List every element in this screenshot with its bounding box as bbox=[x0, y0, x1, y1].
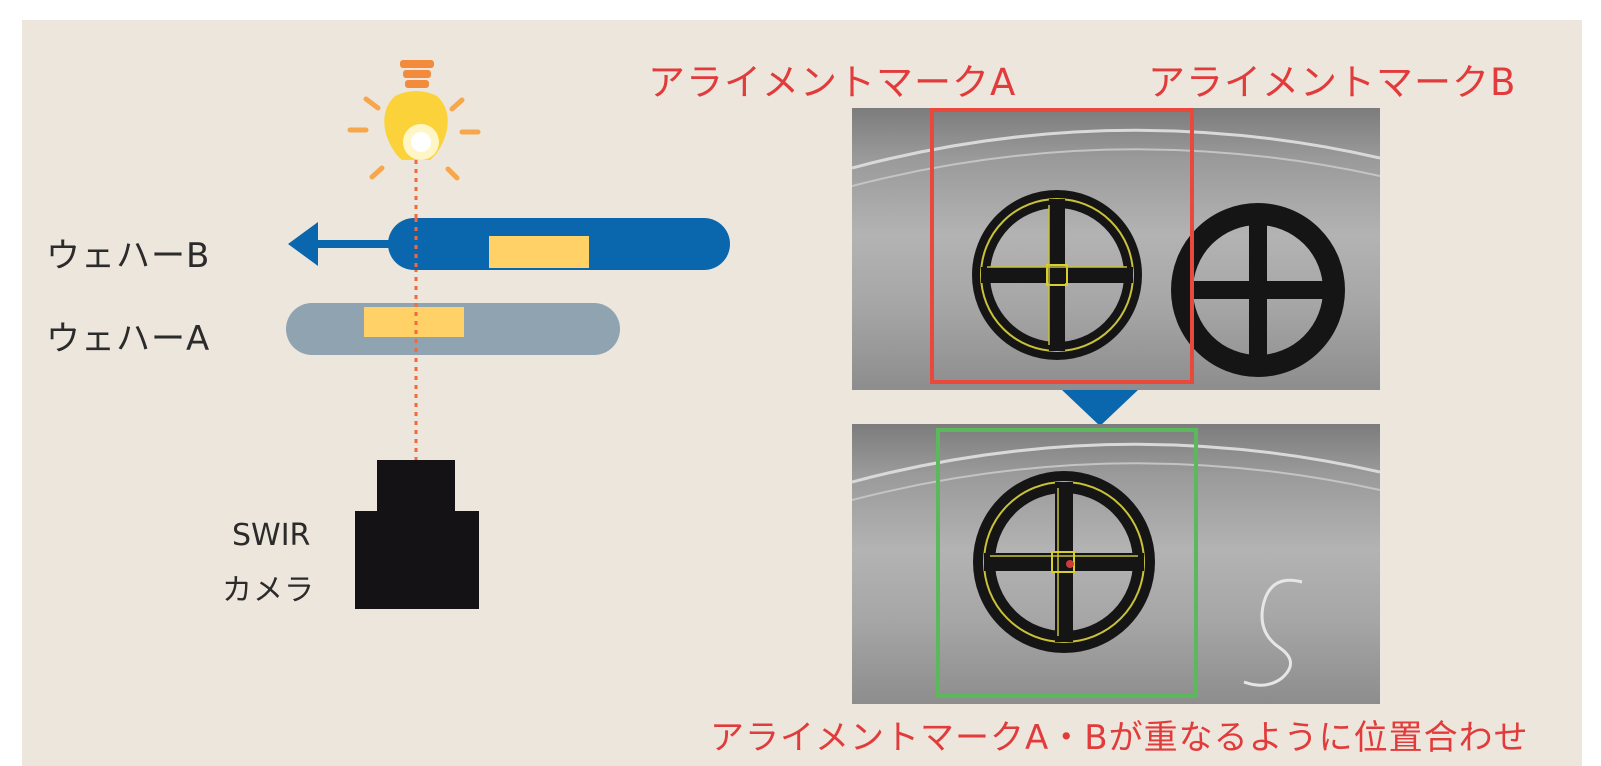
photo-before-alignment bbox=[852, 108, 1380, 390]
wafer-b-mark-pad bbox=[489, 236, 589, 268]
wafer-a-label: ウェハーA bbox=[46, 319, 211, 359]
camera-label-line1: SWIR bbox=[232, 518, 311, 553]
alignment-mark-a bbox=[972, 190, 1142, 360]
alignment-mark-b-label: アライメントマークB bbox=[1148, 61, 1517, 104]
camera-icon bbox=[355, 460, 479, 609]
mark-a-frame bbox=[930, 108, 1194, 384]
arrow-left-icon bbox=[288, 222, 400, 266]
wafer-b-label: ウェハーB bbox=[46, 236, 211, 276]
photo-after-alignment bbox=[852, 424, 1380, 704]
light-bulb-icon bbox=[347, 60, 481, 181]
alignment-caption: アライメントマークA・Bが重なるように位置合わせ bbox=[710, 718, 1529, 758]
triangle-down-icon bbox=[1062, 390, 1138, 426]
alignment-mark-b bbox=[1171, 203, 1345, 377]
alignment-mark-a-label: アライメントマークA bbox=[648, 61, 1017, 104]
overlapped-alignment-marks bbox=[973, 471, 1155, 653]
wafer-a-mark-pad bbox=[364, 307, 464, 337]
aligned-frame bbox=[936, 428, 1198, 698]
camera-label-line2: カメラ bbox=[222, 573, 315, 608]
